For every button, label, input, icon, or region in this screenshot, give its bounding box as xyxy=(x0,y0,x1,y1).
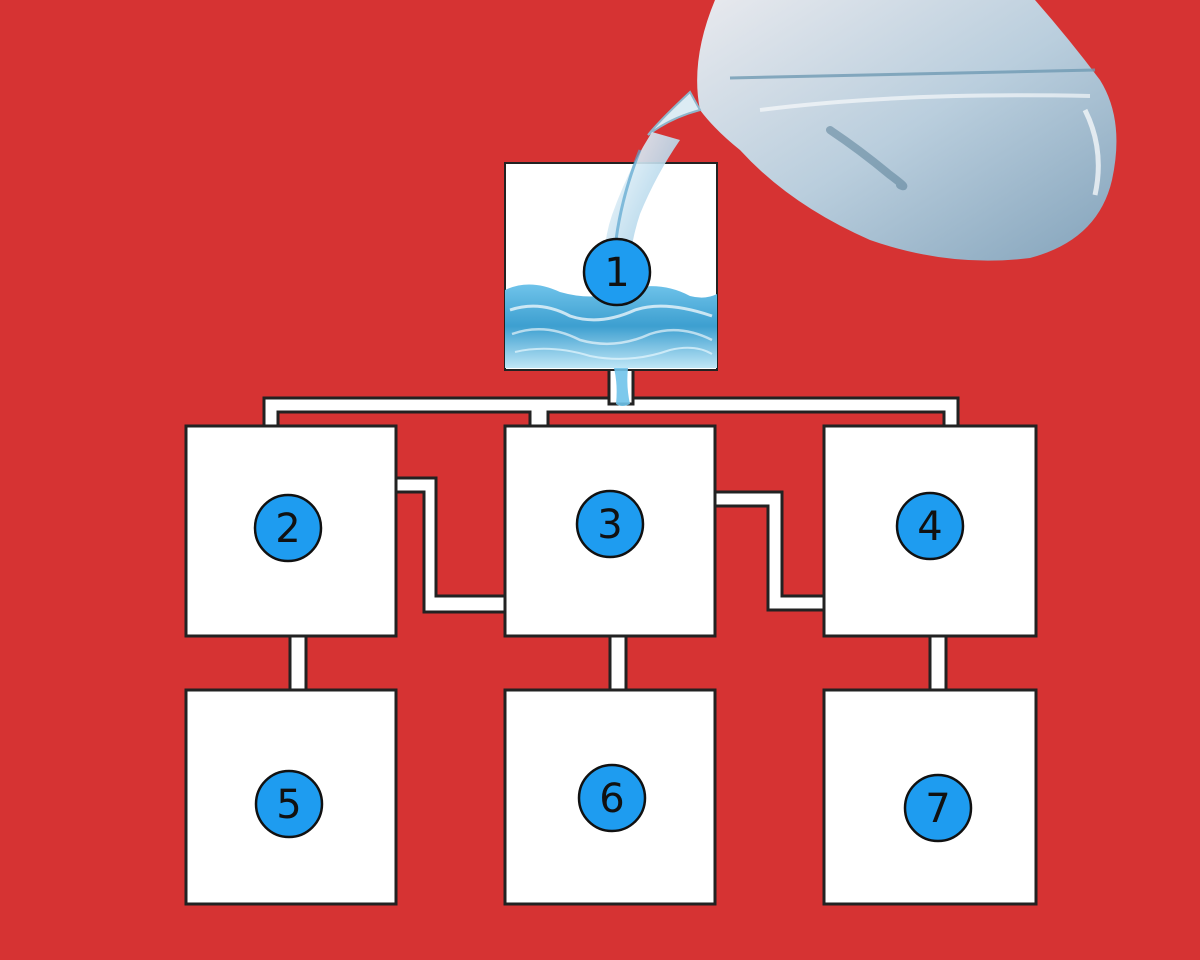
badge-circle xyxy=(577,763,647,833)
pipe-3-to-4 xyxy=(712,490,830,612)
badge-7: 7 xyxy=(903,773,973,843)
pipe-4-to-7 xyxy=(928,630,948,696)
container-number-7: 7 xyxy=(925,786,950,832)
container-number-6: 6 xyxy=(599,776,624,822)
badge-6: 6 xyxy=(577,763,647,833)
pipe-manifold xyxy=(262,396,960,430)
badge-circle xyxy=(895,491,965,561)
water-splash-icon xyxy=(505,284,717,406)
badge-2: 2 xyxy=(253,493,323,563)
badge-circle xyxy=(254,769,324,839)
number-badges: 1 2 3 4 5 6 7 xyxy=(253,237,973,843)
pipe-3-to-6 xyxy=(608,630,628,696)
badge-5: 5 xyxy=(254,769,324,839)
container-number-3: 3 xyxy=(597,502,622,548)
water-jug-icon xyxy=(604,0,1117,292)
badge-circle xyxy=(903,773,973,843)
badge-circle xyxy=(575,489,645,559)
containers xyxy=(184,162,1038,906)
pipe-2-to-3 xyxy=(394,476,510,614)
pipes xyxy=(262,366,960,696)
badge-circle xyxy=(253,493,323,563)
container-number-1: 1 xyxy=(604,250,629,296)
pipe-2-to-5 xyxy=(288,630,308,696)
badge-circle xyxy=(582,237,652,307)
container-number-5: 5 xyxy=(276,782,301,828)
container-number-2: 2 xyxy=(275,506,300,552)
badge-4: 4 xyxy=(895,491,965,561)
badge-3: 3 xyxy=(575,489,645,559)
badge-1: 1 xyxy=(582,237,652,307)
container-number-4: 4 xyxy=(917,504,942,550)
